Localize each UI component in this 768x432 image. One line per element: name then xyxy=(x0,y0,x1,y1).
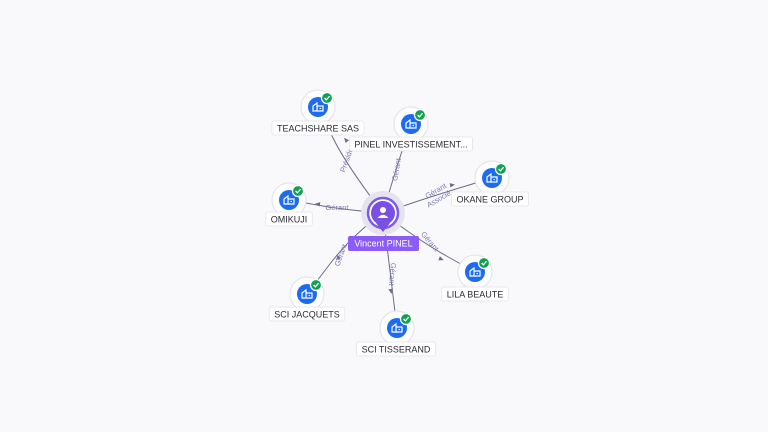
edge-label: Gérant xyxy=(390,157,403,182)
company-label-bg xyxy=(356,341,436,357)
check-icon xyxy=(324,95,331,101)
verified-badge xyxy=(399,312,413,326)
building-icon xyxy=(301,288,313,299)
company-label-bg xyxy=(451,191,529,207)
verified-badge xyxy=(494,162,508,176)
company-node-pinel-invest[interactable]: PINEL INVESTISSEMENT... xyxy=(348,106,474,152)
center-node[interactable]: Vincent PINEL xyxy=(348,191,419,251)
center-node-pin xyxy=(376,223,390,232)
check-icon xyxy=(481,260,488,266)
company-node-sci-jacquets[interactable]: SCI JACQUETS xyxy=(268,276,346,322)
check-icon xyxy=(403,316,410,322)
company-name: SCI JACQUETS xyxy=(274,310,340,320)
building-icon xyxy=(469,266,481,277)
center-node-label-bg xyxy=(348,236,419,251)
company-node-omikuji[interactable]: OMIKUJI xyxy=(265,182,313,227)
company-label-bg xyxy=(268,306,346,322)
check-icon xyxy=(313,282,320,288)
building-icon xyxy=(283,194,295,205)
edge-arrow xyxy=(336,255,341,261)
company-name: SCI TISSERAND xyxy=(362,345,431,355)
company-node-lila[interactable]: LILA BEAUTE xyxy=(441,254,509,302)
company-label[interactable]: PINEL INVESTISSEMENT... xyxy=(348,136,474,152)
center-node-label[interactable]: Vincent PINEL xyxy=(354,239,412,249)
check-icon xyxy=(417,112,424,118)
edge-label: Gérant xyxy=(387,262,398,287)
edge-arrow xyxy=(449,183,455,188)
verified-badge xyxy=(413,108,427,122)
edge-arrow xyxy=(344,137,349,143)
nodes-layer: TEACHSHARE SAS PINEL INVESTISSEMENT... OKA… xyxy=(265,89,529,357)
edge-arrow xyxy=(388,288,393,294)
building-icon xyxy=(312,101,324,112)
company-label[interactable]: SCI JACQUETS xyxy=(268,306,346,322)
edge-label: Gérant xyxy=(332,242,349,267)
person-icon xyxy=(377,207,389,218)
check-icon xyxy=(498,166,505,172)
verified-badge xyxy=(477,256,491,270)
company-node-sci-tisserand[interactable]: SCI TISSERAND xyxy=(356,310,436,357)
verified-badge xyxy=(309,278,323,292)
company-label-bg xyxy=(441,286,509,302)
building-icon xyxy=(405,118,417,129)
company-name: PINEL INVESTISSEMENT... xyxy=(354,140,467,150)
company-label-bg xyxy=(265,211,313,227)
verified-badge xyxy=(291,184,305,198)
company-name: OMIKUJI xyxy=(271,215,308,225)
verified-badge xyxy=(320,91,334,105)
company-label[interactable]: OMIKUJI xyxy=(265,211,313,227)
edge-arrow xyxy=(315,202,321,207)
company-label[interactable]: SCI TISSERAND xyxy=(356,341,436,357)
company-label[interactable]: OKANE GROUP xyxy=(451,191,529,207)
company-node-okane[interactable]: OKANE GROUP xyxy=(451,160,529,207)
building-icon xyxy=(391,322,403,333)
company-label-bg xyxy=(348,136,474,152)
company-label[interactable]: LILA BEAUTE xyxy=(441,286,509,302)
company-name: OKANE GROUP xyxy=(456,195,523,205)
check-icon xyxy=(295,188,302,194)
company-label[interactable]: TEACHSHARE SAS xyxy=(271,120,365,136)
company-label-bg xyxy=(271,120,365,136)
edge-arrow xyxy=(438,256,444,261)
edge-label: Gérant xyxy=(326,203,350,212)
company-name: TEACHSHARE SAS xyxy=(277,124,359,134)
company-node-teachshare[interactable]: TEACHSHARE SAS xyxy=(271,89,365,136)
company-name: LILA BEAUTE xyxy=(447,290,504,300)
building-icon xyxy=(486,172,498,183)
